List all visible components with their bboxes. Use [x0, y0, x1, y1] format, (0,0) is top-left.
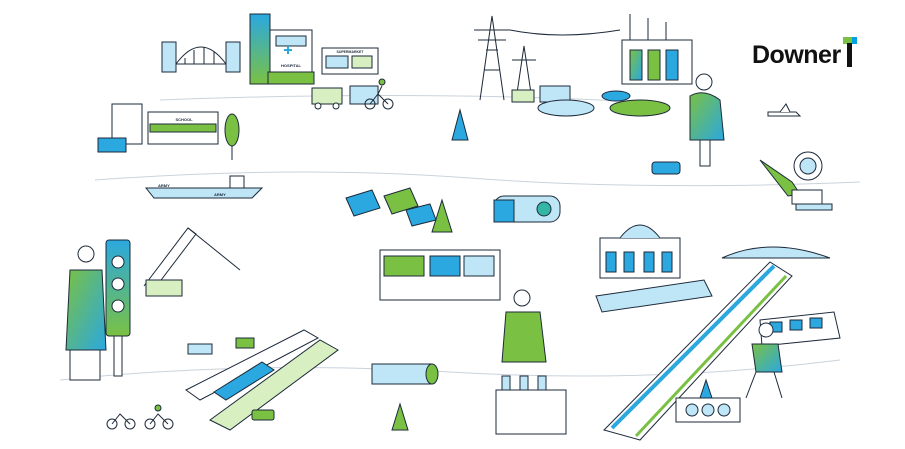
cyclist-lower-icon [106, 404, 174, 430]
brand-mark-green [842, 37, 852, 44]
solar-panel-icon [345, 187, 437, 227]
worker-center-icon [501, 289, 547, 363]
crane-icon [143, 227, 241, 297]
army-sign-left: ARMY [158, 183, 170, 188]
cable-drum-icon [793, 151, 823, 181]
shop-icon: SUPERMARKET [321, 47, 379, 75]
station-building-icon [599, 224, 681, 279]
army-sign-right: ARMY [214, 192, 226, 197]
brand-mark-icon [842, 37, 857, 67]
factory-icon [379, 249, 501, 301]
hospital-sign: HOSPITAL [281, 63, 301, 68]
worker-left-icon [65, 245, 107, 381]
tanker-truck-icon [493, 195, 561, 223]
power-pylon-icon [474, 15, 621, 103]
tram-icon [595, 279, 841, 347]
wind-farm-icon [621, 14, 693, 85]
hospital-icon: HOSPITAL [249, 13, 315, 85]
cyclist-icon [364, 78, 394, 110]
excavator-icon [759, 159, 833, 211]
brand-logo: Downer [752, 28, 857, 68]
worker-right-icon [745, 322, 783, 399]
traffic-light-icon [105, 239, 131, 377]
brand-mark-blue [851, 37, 857, 44]
brand-wordmark: Downer [752, 41, 841, 69]
road-icon [185, 329, 339, 431]
school-icon: SCHOOL [97, 103, 219, 153]
tram-lower-icon [213, 361, 275, 401]
ship-icon: ARMY ARMY [144, 175, 264, 199]
aircraft-icon [767, 103, 802, 117]
ambulance-icon [311, 85, 379, 110]
pipe-icon [371, 363, 439, 385]
train-icon [603, 261, 793, 441]
lab-building-icon [495, 375, 567, 435]
car-icon [251, 161, 681, 421]
worker-icon [689, 73, 725, 167]
water-treatment-icon [537, 90, 671, 117]
mountain-icon [721, 246, 831, 259]
shop-sign: SUPERMARKET [336, 50, 364, 54]
harbour-bridge-icon [161, 41, 241, 73]
bus-icon [187, 337, 255, 355]
ground-lines [59, 94, 861, 381]
brand-mark-black [846, 43, 852, 67]
school-sign: SCHOOL [175, 117, 193, 122]
